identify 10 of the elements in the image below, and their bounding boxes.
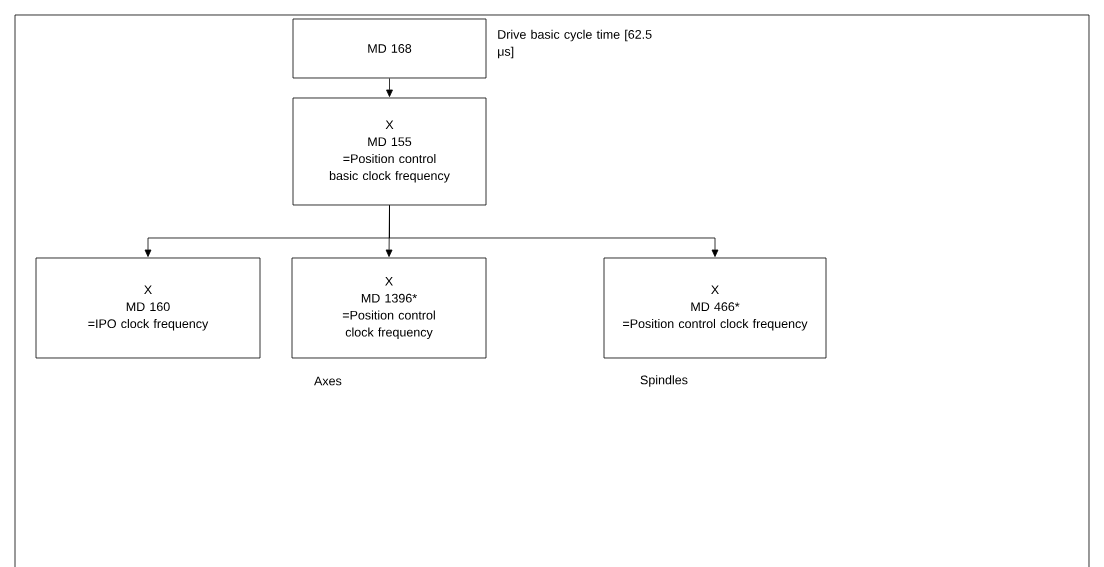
arrow [389,205,719,257]
process-box: X MD 155 =Position control basic clock frequency [292,97,487,206]
process-box: X MD 160 =IPO clock frequency [35,257,261,359]
process-box: MD 168 [292,18,487,79]
caption-text: Axes [314,376,342,386]
process-box: X MD 1396* =Position control clock frequency [291,257,487,359]
arrow [386,78,393,97]
process-box: X MD 466* =Position control clock frequency [603,257,827,359]
caption-text: Spindles [640,375,688,387]
caption-text: Drive basic cycle time [62.5 μs] [498,29,652,59]
